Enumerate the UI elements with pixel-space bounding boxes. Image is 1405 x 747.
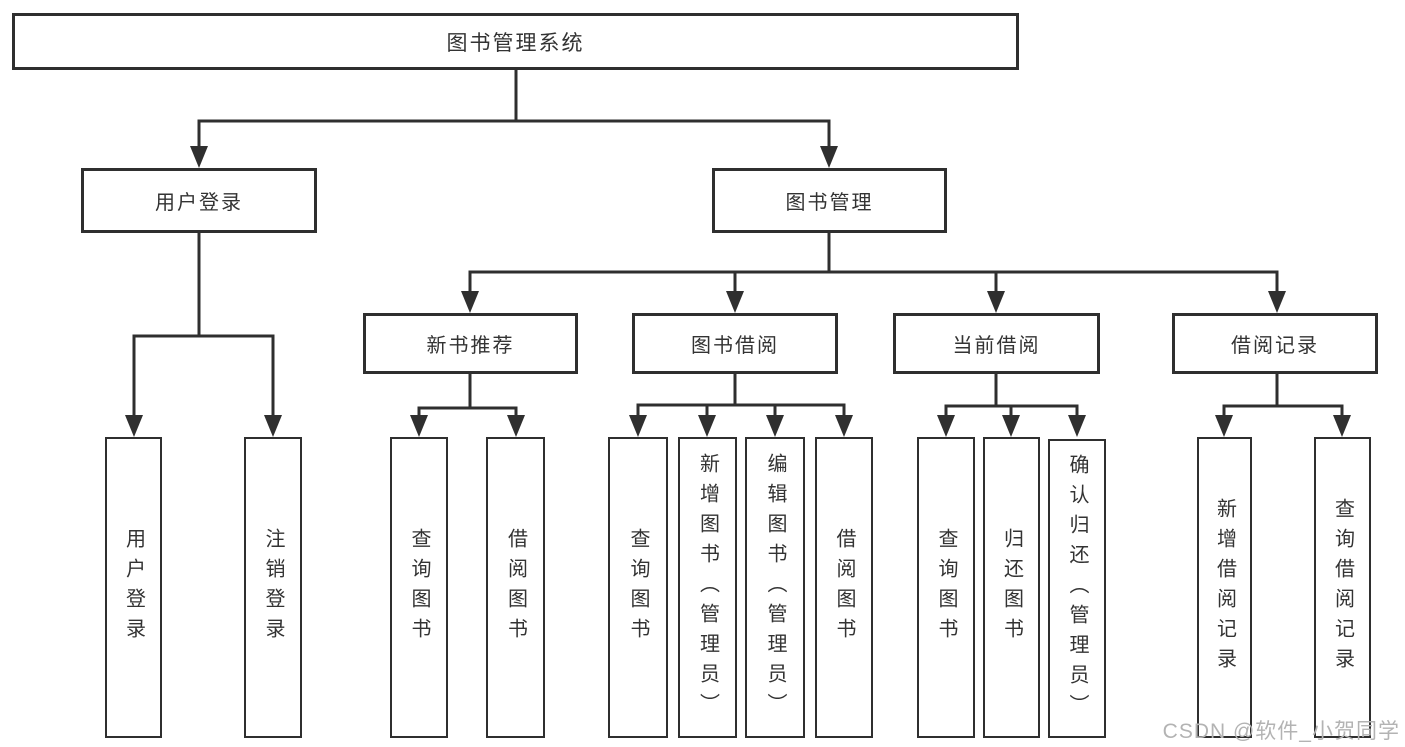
leaf-user-login: 用户登录 [105, 437, 162, 738]
leaf-borrow-books-2: 借阅图书 [815, 437, 873, 738]
node-label: 新增图书（管理员） [696, 452, 719, 723]
node-label: 借阅图书 [833, 527, 855, 648]
node-label: 查询图书 [935, 527, 957, 648]
node-current-borrowing: 当前借阅 [893, 313, 1100, 374]
node-label: 用户登录 [122, 527, 145, 648]
node-label: 图书借阅 [691, 335, 779, 357]
node-label: 归还图书 [1000, 527, 1023, 648]
leaf-logout: 注销登录 [244, 437, 302, 738]
node-label: 新书推荐 [426, 335, 515, 357]
node-library-management-system: 图书管理系统 [12, 13, 1019, 70]
leaf-query-books-1: 查询图书 [390, 437, 448, 738]
node-book-management: 图书管理 [712, 168, 947, 233]
node-label: 查询图书 [408, 527, 430, 648]
leaf-return-books: 归还图书 [983, 437, 1040, 738]
node-book-borrowing: 图书借阅 [632, 313, 838, 374]
leaf-borrow-books-1: 借阅图书 [486, 437, 545, 738]
leaf-confirm-return-admin: 确认归还（管理员） [1048, 439, 1106, 738]
node-label: 编辑图书（管理员） [764, 452, 786, 723]
csdn-watermark: CSDN @软件_小贺同学 [1162, 720, 1400, 743]
node-label: 图书管理系统 [446, 31, 585, 55]
leaf-add-books-admin: 新增图书（管理员） [678, 437, 737, 738]
node-label: 借阅图书 [504, 527, 527, 648]
node-label: 注销登录 [262, 527, 284, 648]
leaf-add-borrow-record: 新增借阅记录 [1197, 437, 1252, 738]
leaf-edit-books-admin: 编辑图书（管理员） [745, 437, 805, 738]
node-label: 用户登录 [155, 192, 243, 214]
node-label: 新增借阅记录 [1213, 497, 1236, 678]
node-borrowing-records: 借阅记录 [1172, 313, 1378, 374]
node-label: 查询借阅记录 [1331, 497, 1354, 678]
node-label: 借阅记录 [1231, 335, 1319, 357]
leaf-query-books-2: 查询图书 [608, 437, 668, 738]
node-label: 当前借阅 [952, 335, 1041, 357]
node-label: 查询图书 [627, 527, 649, 648]
leaf-query-books-3: 查询图书 [917, 437, 975, 738]
node-label: 图书管理 [785, 192, 874, 214]
node-new-book-recommendation: 新书推荐 [363, 313, 578, 374]
node-label: 确认归还（管理员） [1066, 453, 1088, 724]
node-user-login: 用户登录 [81, 168, 317, 233]
leaf-query-borrow-record: 查询借阅记录 [1314, 437, 1371, 738]
